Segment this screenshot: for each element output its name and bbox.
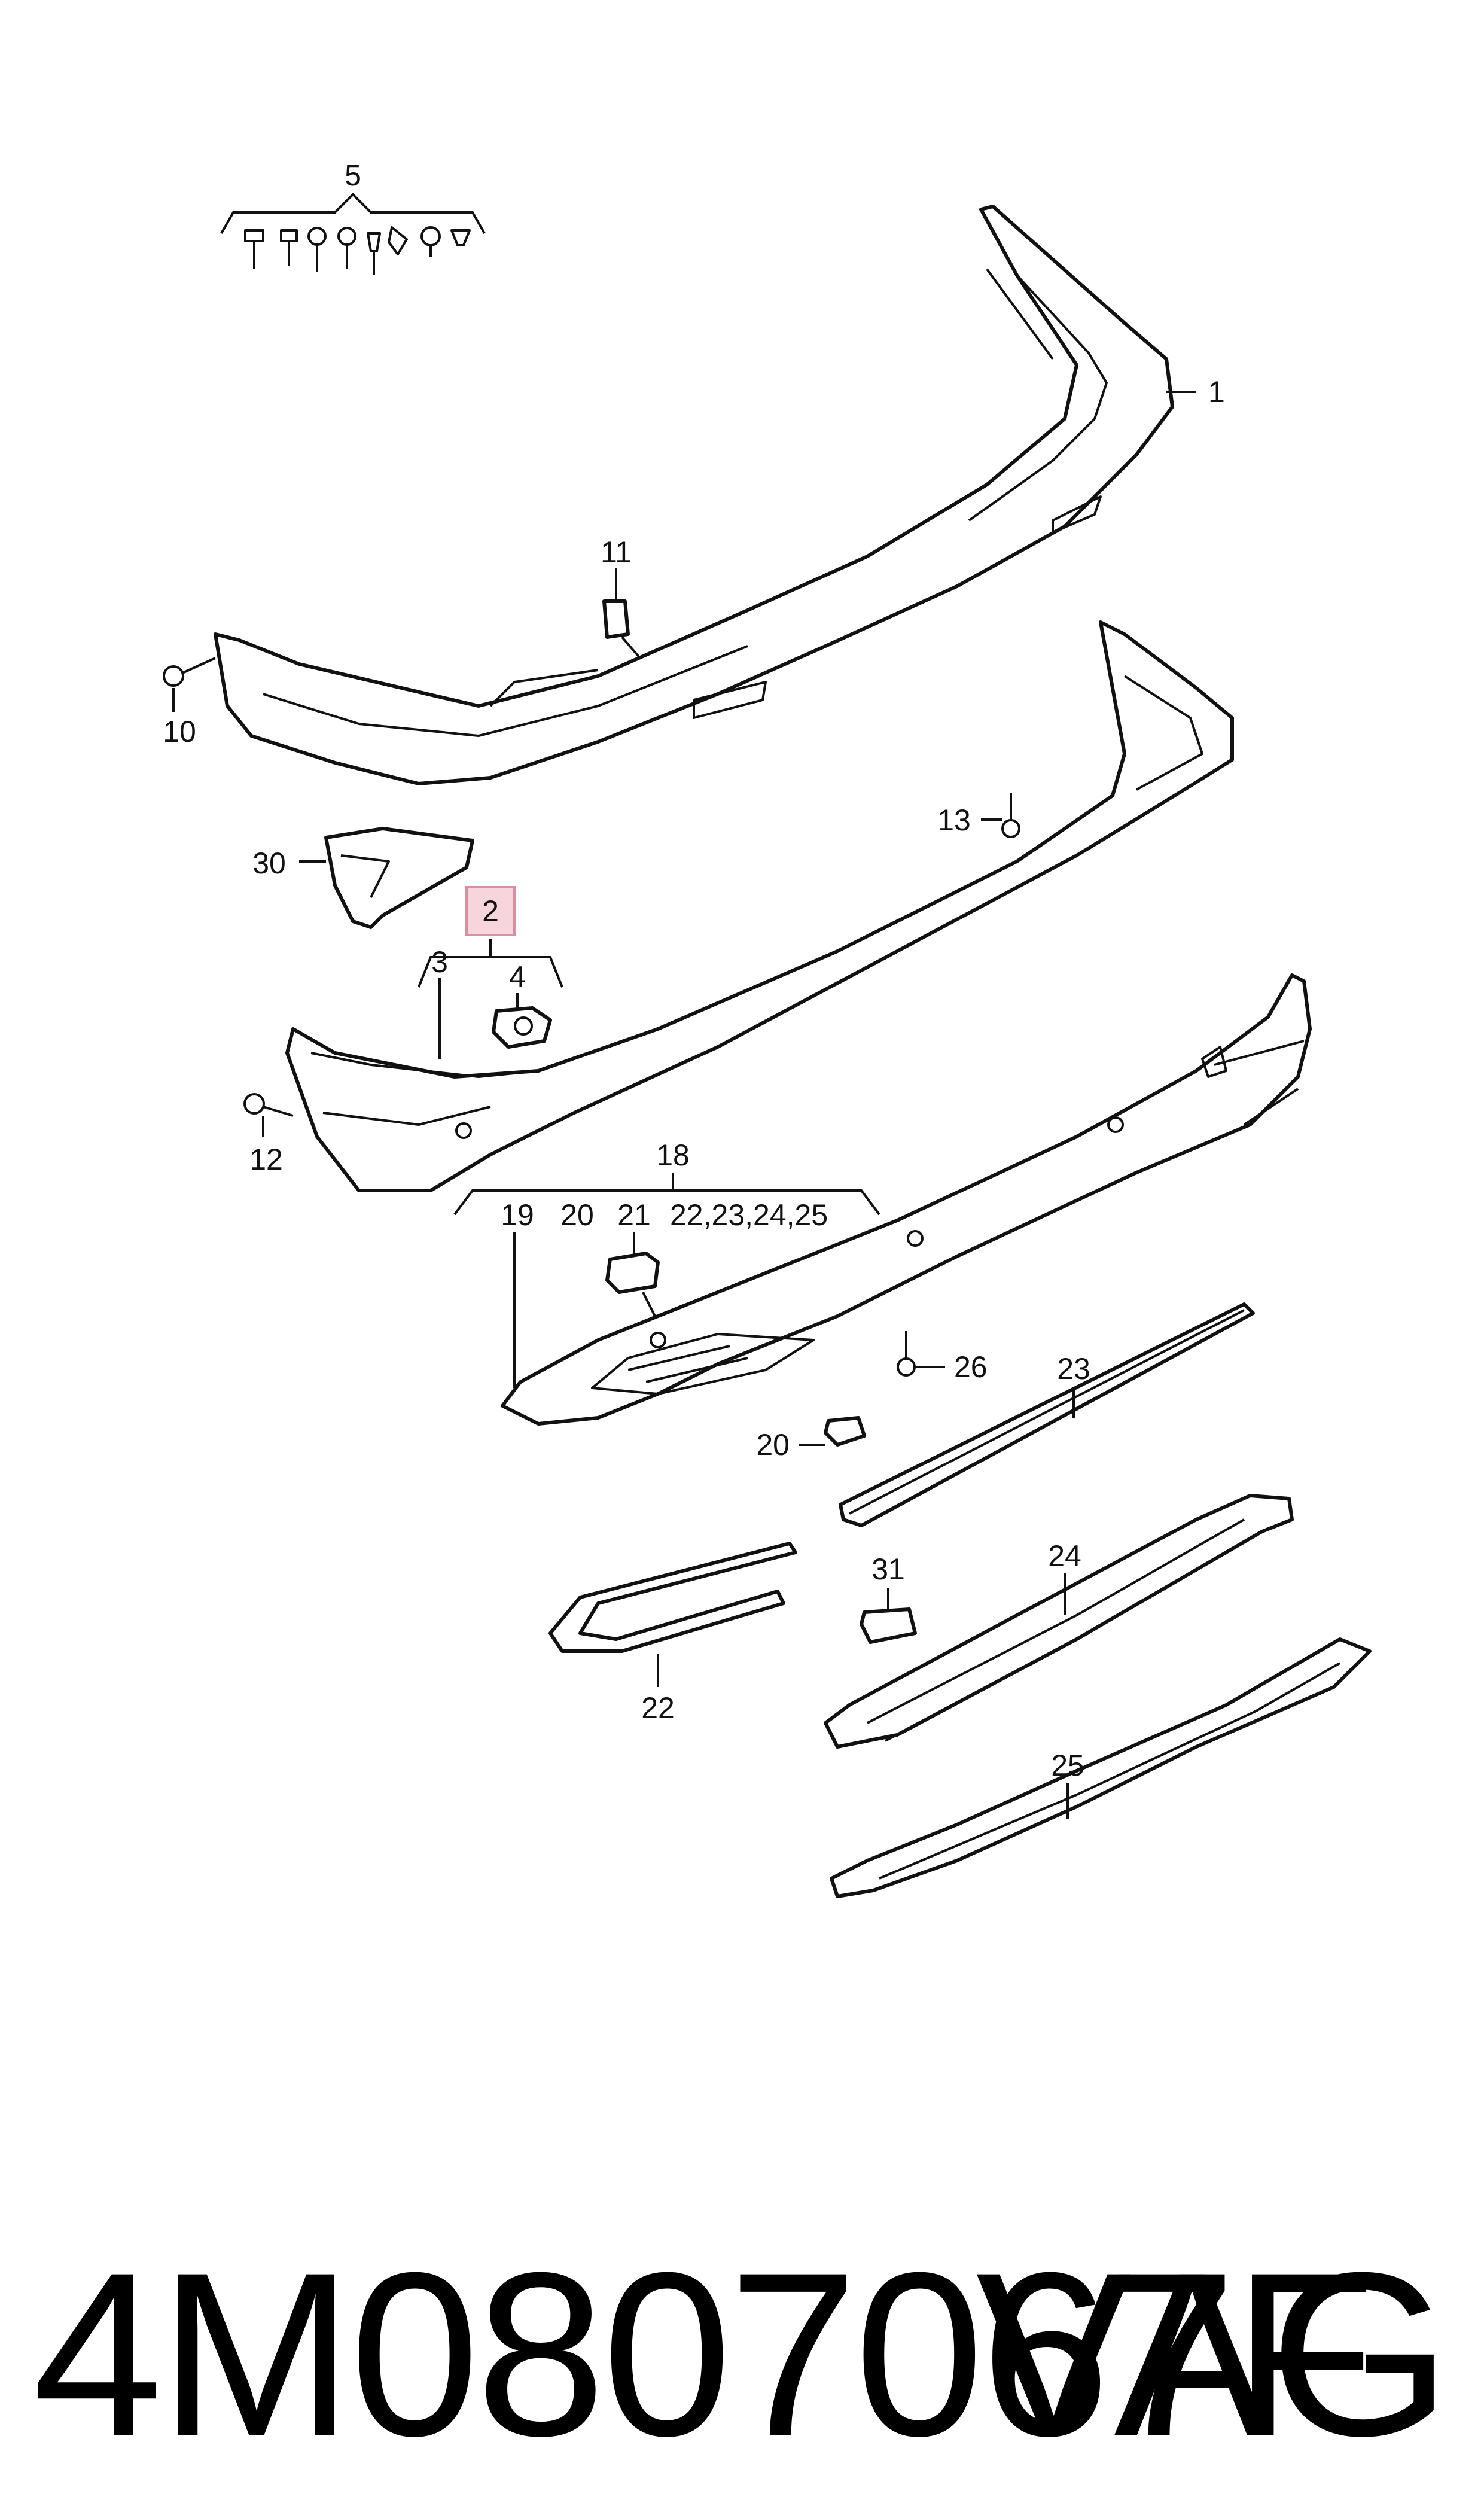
callout-12: 12	[249, 1143, 283, 1176]
callout-18: 18	[656, 1138, 690, 1172]
callout-5: 5	[345, 159, 361, 192]
callout-13: 13	[937, 803, 971, 837]
parts-diagram: 5 1 11 10 30 13 2 3 4 12 18 19 20 21 22,…	[163, 159, 1372, 1898]
callout-11: 11	[601, 535, 632, 569]
callout-31: 31	[871, 1552, 905, 1586]
cover-25	[830, 1637, 1372, 1898]
callout-21: 21	[617, 1198, 651, 1232]
trim-strip-23	[839, 1302, 1255, 1527]
callout-26: 26	[954, 1350, 988, 1384]
callouts: 5 1 11 10 30 13 2 3 4 12 18 19 20 21 22,…	[163, 159, 1225, 1782]
bumper-lower-3	[285, 620, 1234, 1192]
callout-24: 24	[1048, 1539, 1081, 1573]
callout-3: 3	[431, 945, 448, 979]
brand-name: VAG	[976, 2224, 1451, 2484]
bracket-24	[824, 1494, 1294, 1749]
small-parts	[163, 599, 1020, 1644]
bumper-upper-1	[214, 205, 1174, 785]
callout-19: 19	[501, 1198, 534, 1232]
callout-20b: 20	[756, 1428, 790, 1462]
callout-2: 2	[482, 894, 499, 928]
diffuser-19	[501, 973, 1312, 1426]
fastener-kit-5	[220, 193, 486, 275]
callout-1: 1	[1208, 375, 1225, 409]
leader-lines	[172, 391, 1196, 1819]
part-number: 4M0807067F	[33, 2224, 1375, 2484]
callout-22-25: 22,23,24,25	[670, 1198, 828, 1232]
footer: 4M0807067F VAG	[0, 2225, 1484, 2483]
tailpipe-trim-22	[548, 1542, 797, 1653]
highlight-box	[465, 886, 516, 936]
callout-25: 25	[1051, 1749, 1084, 1782]
callout-30: 30	[252, 847, 286, 880]
callout-10: 10	[163, 715, 196, 748]
callout-4: 4	[509, 960, 526, 994]
callout-20a: 20	[560, 1198, 594, 1232]
callout-22: 22	[641, 1691, 675, 1725]
callout-23: 23	[1057, 1352, 1090, 1386]
